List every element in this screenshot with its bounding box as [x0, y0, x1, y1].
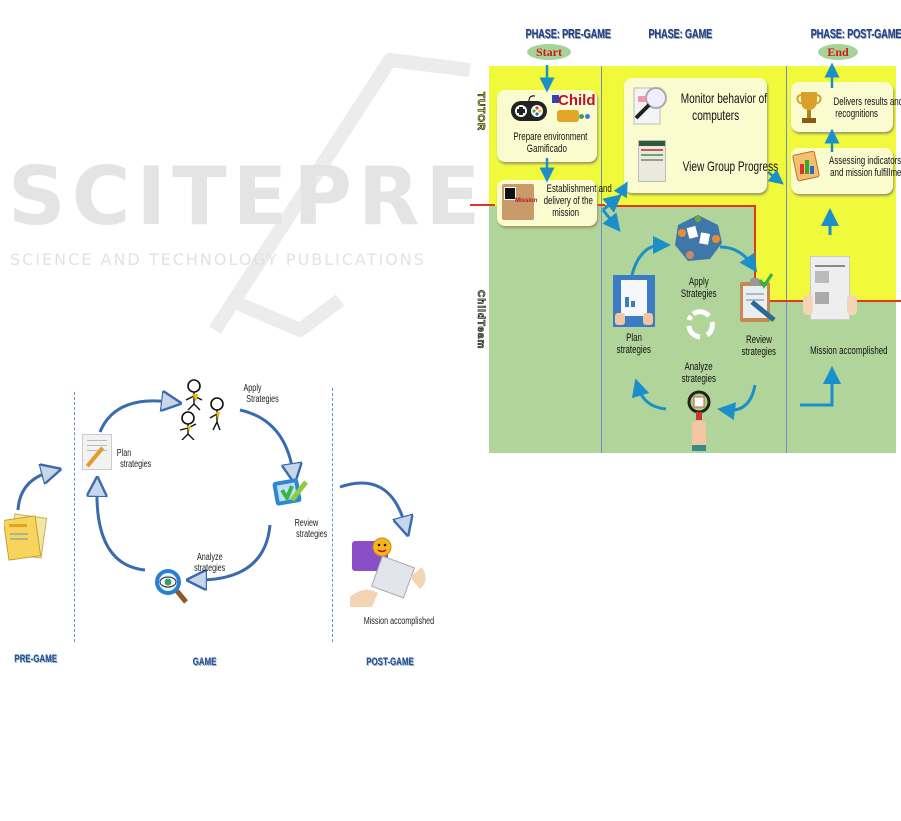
phase-divider: [74, 392, 75, 642]
prepare-environment-box: [497, 90, 597, 162]
apply-strategies-label: Apply Strategies: [681, 276, 717, 300]
team-collaboration-icon: [672, 213, 724, 268]
mission-accomplished-label: Mission accomplished: [363, 616, 435, 627]
mission-folder-icon: [2, 512, 48, 567]
recycle-arrows-icon: [685, 308, 715, 345]
phase-divider: [601, 66, 602, 453]
newspaper-icon: [803, 256, 857, 320]
review-clipboard-icon: [738, 272, 778, 331]
cycle-arrows: [16, 370, 440, 670]
plan-document-icon: [82, 434, 112, 470]
progress-list-icon: [638, 140, 666, 182]
phase-label-game: GAME: [192, 656, 217, 668]
celebration-folder-icon: [350, 537, 430, 614]
magnifier-book-icon: [686, 389, 712, 458]
plan-strategies-label: Plan strategies: [616, 332, 652, 356]
phase-title-pre-game: PHASE: PRE-GAME: [525, 26, 611, 41]
lane-label-tutor: TUTOR: [475, 92, 487, 132]
review-strategies-label: Review strategies: [741, 334, 777, 358]
plan-strategies-label: Plan strategies: [116, 448, 152, 470]
phase-divider: [786, 66, 787, 453]
cycle-arrows: [601, 195, 841, 421]
analyze-strategies-label: Analyze strategies: [194, 552, 226, 574]
kids-team-icon: [172, 378, 228, 445]
phase-title-post-game: PHASE: POST-GAME: [810, 26, 901, 41]
end-marker: End: [818, 44, 858, 60]
lane-label-childteam: ChildTeam: [475, 290, 487, 350]
assessing-indicators-label: Assessing indicators and mission fulfill…: [829, 155, 901, 179]
phase-label-post-game: POST-GAME: [366, 656, 414, 668]
mission-box-icon: Mission: [502, 184, 537, 220]
view-group-progress-label: View Group Progress: [682, 158, 779, 174]
phase-title-game: PHASE: GAME: [648, 26, 713, 41]
phase-divider: [332, 388, 333, 642]
mission-delivery-label: Establishment and delivery of the missio…: [543, 183, 612, 219]
gamepad-icon: [509, 93, 549, 128]
tutor-flow-arrows: [540, 62, 840, 199]
apply-strategies-label: Apply Strategies: [243, 383, 279, 405]
start-marker: Start: [527, 44, 571, 60]
plan-document-icon: [613, 275, 655, 327]
monitor-behavior-label: Monitor behavior of computers: [680, 90, 768, 123]
analyze-strategies-label: Analyze strategies: [681, 361, 717, 385]
phase-label-pre-game: PRE-GAME: [14, 653, 57, 665]
review-check-icon: [272, 476, 310, 513]
magnifier-monitor-icon: [630, 84, 670, 133]
review-strategies-label: Review strategies: [294, 518, 328, 540]
delivers-results-label: Delivers results and recognitions: [833, 96, 901, 120]
mission-accomplished-label: Mission accomplished: [810, 345, 888, 357]
watermark-subtitle: SCIENCE AND TECHNOLOGY PUBLICATIONS: [10, 250, 426, 269]
chart-clipboard-icon: [792, 148, 820, 187]
child-programming-logo: Child: [552, 92, 596, 124]
prepare-environment-label: Prepare environment Gamificado: [513, 131, 588, 155]
eye-magnifier-icon: [152, 566, 192, 613]
trophy-icon: [796, 88, 822, 133]
